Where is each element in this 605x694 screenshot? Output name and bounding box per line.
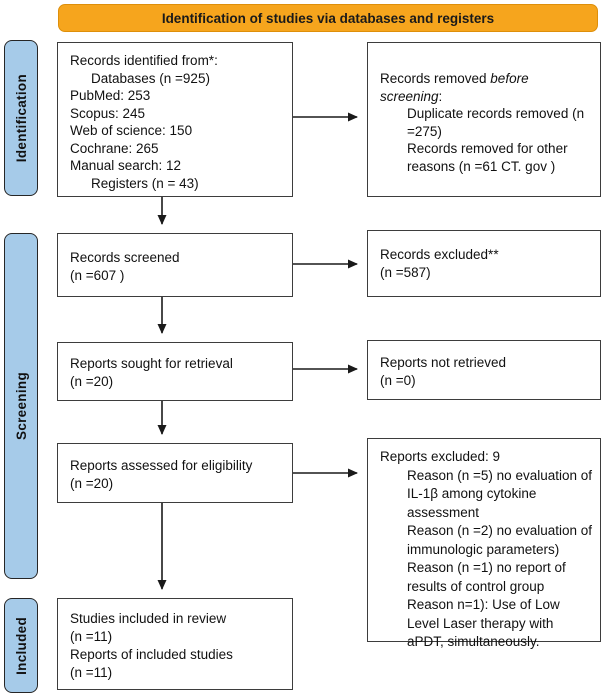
text-line: Reports excluded: 9	[380, 449, 501, 464]
text-line: Scopus: 245	[70, 105, 146, 121]
text-line: Reports of included studies	[70, 647, 233, 662]
text-line: (n =0)	[380, 372, 416, 388]
text-line: (n =20)	[70, 475, 114, 491]
box-records-excluded: Records excluded** (n =587)	[367, 230, 601, 297]
box-reports-assessed: Reports assessed for eligibility (n =20)	[57, 443, 293, 503]
text-segment-italic: before screening	[380, 71, 529, 104]
box-reports-excluded: Reports excluded: 9 Reason (n =5) no eva…	[367, 438, 601, 649]
text-line: (n =11)	[70, 665, 113, 680]
text-segment: :	[438, 88, 443, 104]
text-line: Records removed for other reasons (n =61…	[407, 141, 568, 174]
text-line: (n =587)	[380, 264, 431, 280]
text-line: (n =20)	[70, 373, 114, 389]
text-line: Reports not retrieved	[380, 355, 507, 370]
stage-label-text: Identification	[13, 73, 29, 163]
text-line: Registers (n = 43)	[91, 175, 199, 191]
text-line: Records identified from*:	[70, 53, 218, 68]
text-line: Cochrane: 265	[70, 140, 159, 156]
text-line: Manual search: 12	[70, 158, 182, 173]
text-line: Studies included in review	[70, 611, 227, 626]
text-line: Records screened	[70, 250, 180, 265]
box-reports-sought: Reports sought for retrieval (n =20)	[57, 342, 293, 401]
text-line: Databases (n =925)	[91, 70, 210, 86]
text-line: Reason (n =1) no report of results of co…	[407, 560, 566, 594]
text-segment: Records removed	[380, 71, 491, 86]
text-line: Reason n=1): Use of Low Level Laser ther…	[407, 597, 560, 649]
text-line: Reports assessed for eligibility	[70, 458, 253, 473]
stage-label-included: Included	[4, 598, 38, 693]
box-studies-included: Studies included in review (n =11) Repor…	[57, 598, 293, 690]
box-reports-not-retrieved: Reports not retrieved (n =0)	[367, 340, 601, 400]
box-records-removed: Records removed before screening: Duplic…	[367, 42, 601, 197]
text-line: Web of science: 150	[70, 123, 193, 138]
text-line: Reports sought for retrieval	[70, 356, 233, 371]
box-records-identified: Records identified from*: Databases (n =…	[57, 42, 293, 197]
header-banner: Identification of studies via databases …	[58, 4, 598, 32]
text-line: Reason (n =2) no evaluation of immunolog…	[407, 523, 592, 557]
text-line: Duplicate records removed (n =275)	[407, 106, 585, 139]
text-line: Records removed before screening:	[380, 70, 592, 105]
stage-label-identification: Identification	[4, 40, 38, 196]
stage-label-text: Included	[13, 616, 29, 675]
stage-label-screening: Screening	[4, 233, 38, 579]
text-line: PubMed: 253	[70, 88, 151, 103]
text-line: Reason (n =5) no evaluation of IL-1β amo…	[407, 467, 592, 520]
text-line: Records excluded**	[380, 247, 499, 262]
text-line: (n =11)	[70, 629, 113, 644]
text-line: (n =607 )	[70, 267, 125, 283]
stage-label-text: Screening	[13, 372, 29, 440]
box-records-screened: Records screened (n =607 )	[57, 233, 293, 297]
